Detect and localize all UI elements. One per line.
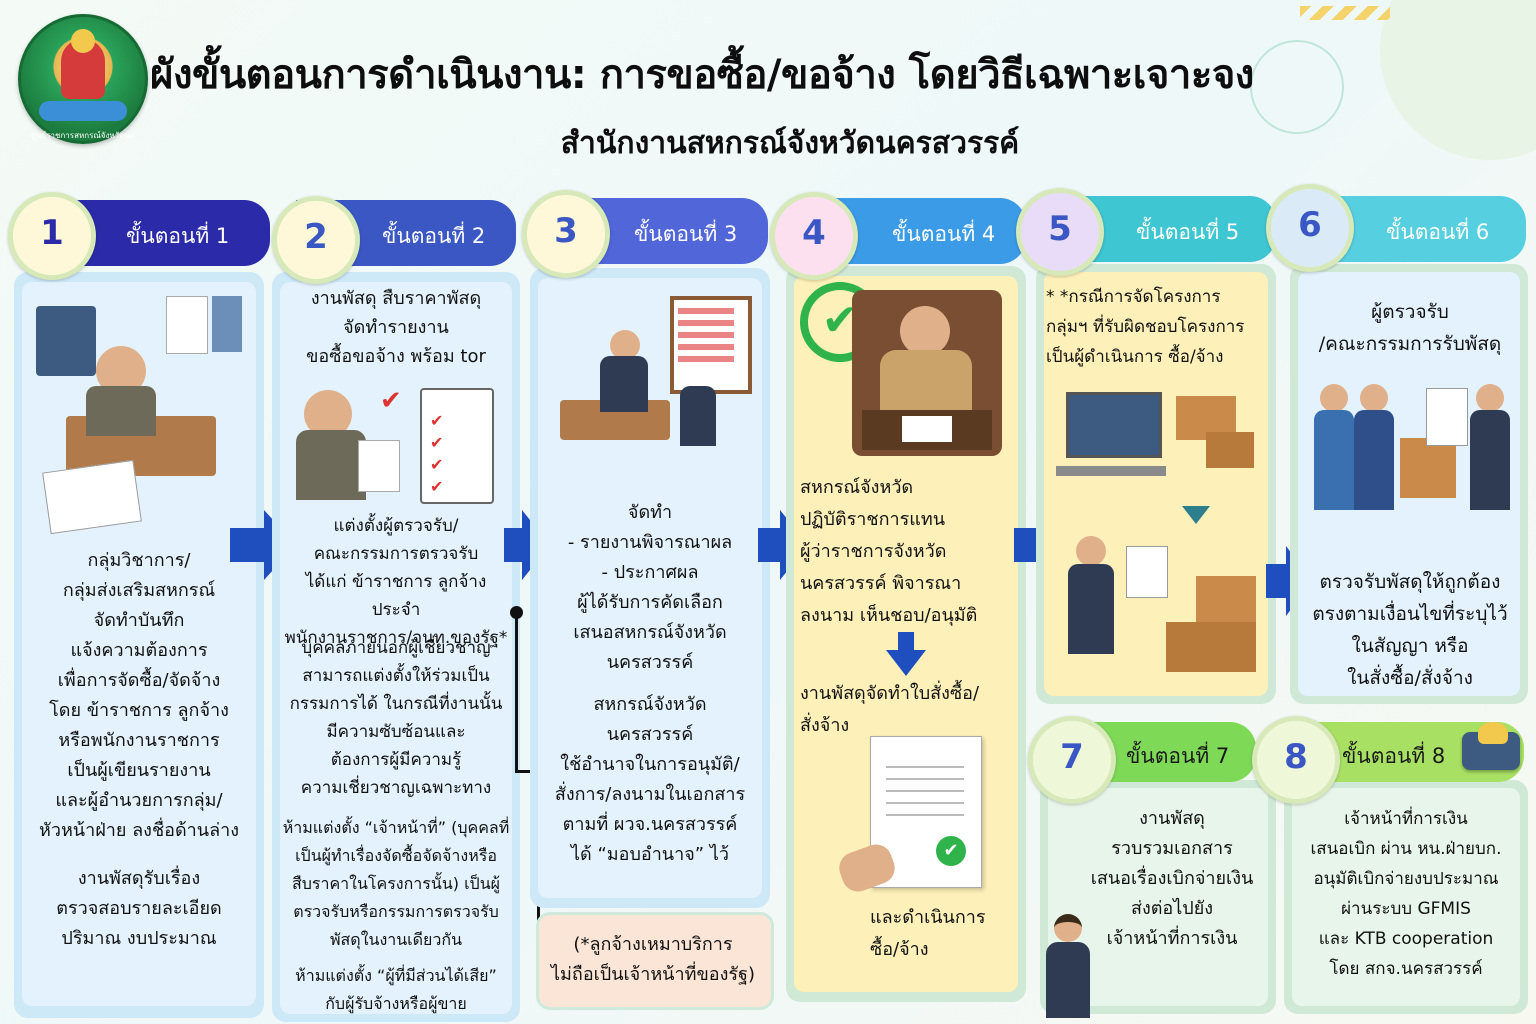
step-2-badge: 2 bbox=[272, 196, 360, 284]
step-8-label: ขั้นตอนที่ 8 bbox=[1342, 744, 1446, 768]
procurement-delivery-illustration bbox=[1056, 376, 1260, 686]
step-8-text: เจ้าหน้าที่การเงินเสนอเบิก ผ่าน หน.ฝ่ายบ… bbox=[1310, 809, 1502, 979]
step-4-text-2: งานพัสดุจัดทำใบสั่งซื้อ/สั่งจ้าง bbox=[800, 683, 980, 736]
organization-logo: ศูนย์ราชการสหกรณ์จังหวัดนครสวรรค์ bbox=[18, 14, 148, 144]
step-1-badge: 1 bbox=[8, 192, 96, 280]
step-2-text-2: บุคคลภายนอกผู้เชี่ยวชาญสามารถแต่งตั้งให้… bbox=[289, 638, 503, 798]
meeting-illustration bbox=[550, 290, 752, 460]
note-text: (*ลูกจ้างเหมาบริการไม่ถือเป็นเจ้าหน้าที่… bbox=[551, 934, 755, 985]
step-7-text: งานพัสดุรวบรวมเอกสารเสนอเรื่องเบิกจ่ายเง… bbox=[1090, 808, 1254, 949]
step-3-text: จัดทำ- รายงานพิจารณาผล- ประกาศผลผู้ได้รั… bbox=[567, 502, 733, 673]
step-6-text: ผู้ตรวจรับ/คณะกรรมการรับพัสดุ bbox=[1318, 301, 1502, 355]
step-1-text-2: งานพัสดุรับเรื่องตรวจสอบรายละเอียดปริมาณ… bbox=[56, 868, 222, 949]
step-2-text: แต่งตั้งผู้ตรวจรับ/คณะกรรมการตรวจรับได้แ… bbox=[284, 516, 508, 648]
flow-arrow bbox=[504, 528, 524, 562]
step-2-top-text: งานพัสดุ สืบราคาพัสดุจัดทำรายงานขอซื้อขอ… bbox=[306, 288, 486, 367]
step-5-badge: 5 bbox=[1016, 188, 1104, 276]
step-5-label: ขั้นตอนที่ 5 bbox=[1136, 220, 1240, 244]
flow-arrow bbox=[230, 528, 264, 562]
note-box bbox=[536, 912, 774, 1010]
flow-arrow bbox=[1014, 528, 1038, 562]
note-connector-line bbox=[515, 612, 518, 772]
note-connector-dot bbox=[510, 606, 523, 619]
step-4-text: สหกรณ์จังหวัดปฏิบัติราชการแทนผู้ว่าราชกา… bbox=[800, 477, 978, 626]
step-1-label: ขั้นตอนที่ 1 bbox=[126, 224, 230, 248]
step-6-badge: 6 bbox=[1266, 184, 1354, 272]
official-signing-illustration bbox=[852, 290, 1002, 456]
step-7-badge: 7 bbox=[1028, 716, 1116, 804]
step-5-text: * *กรณีการจัดโครงการกลุ่มฯ ที่รับผิดชอบโ… bbox=[1046, 287, 1245, 367]
step-2-text-3: ห้ามแต่งตั้ง “เจ้าหน้าที่” (บุคคลที่เป็น… bbox=[282, 818, 510, 949]
signed-document-illustration: ✔ bbox=[834, 736, 990, 897]
step-1-text: กลุ่มวิชาการ/กลุ่มส่งเสริมสหกรณ์จัดทำบัน… bbox=[38, 550, 240, 841]
flow-arrow bbox=[1266, 564, 1288, 598]
step-3-label: ขั้นตอนที่ 3 bbox=[634, 222, 738, 246]
step-7-label: ขั้นตอนที่ 7 bbox=[1126, 744, 1230, 768]
step-2-label: ขั้นตอนที่ 2 bbox=[382, 224, 486, 248]
flow-arrow bbox=[758, 528, 782, 562]
step-6-label: ขั้นตอนที่ 6 bbox=[1386, 220, 1490, 244]
step-8-badge: 8 bbox=[1252, 716, 1340, 804]
step-4-text-3: และดำเนินการซื้อ/จ้าง bbox=[870, 907, 986, 960]
step-4-label: ขั้นตอนที่ 4 bbox=[892, 222, 996, 246]
step-6-text-2: ตรวจรับพัสดุให้ถูกต้องตรงตามเงื่อนไขที่ร… bbox=[1312, 571, 1508, 689]
step-3-text-2: สหกรณ์จังหวัดนครสวรรค์ใช้อำนาจในการอนุมั… bbox=[554, 694, 746, 865]
step-4-badge: 4 bbox=[770, 192, 858, 280]
office-worker-illustration bbox=[36, 296, 246, 536]
inspection-illustration bbox=[1310, 378, 1514, 518]
page-subtitle: สำนักงานสหกรณ์จังหวัดนครสวรรค์ bbox=[560, 126, 1020, 161]
down-arrow bbox=[886, 650, 926, 676]
check-icon: ✔ bbox=[380, 386, 402, 416]
bg-decoration bbox=[1250, 40, 1344, 134]
step-2-text-4: ห้ามแต่งตั้ง “ผู้ที่มีส่วนได้เสีย”กับผู้… bbox=[295, 966, 497, 1013]
check-badge-icon: ✔ bbox=[936, 836, 966, 866]
finance-officer-illustration bbox=[1040, 910, 1096, 1018]
bg-stripes bbox=[1300, 6, 1390, 20]
down-arrow bbox=[1182, 506, 1210, 524]
note-connector-line bbox=[515, 770, 539, 773]
page-title: ผังขั้นตอนการดำเนินงาน: การขอซื้อ/ขอจ้าง… bbox=[150, 52, 1254, 98]
payment-card-icon bbox=[1462, 722, 1520, 770]
step-8-inner bbox=[1292, 788, 1520, 1006]
step-3-badge: 3 bbox=[522, 190, 610, 278]
checklist-illustration: ✔ ✔✔✔✔ bbox=[296, 380, 496, 508]
down-arrow-stem bbox=[898, 632, 914, 652]
